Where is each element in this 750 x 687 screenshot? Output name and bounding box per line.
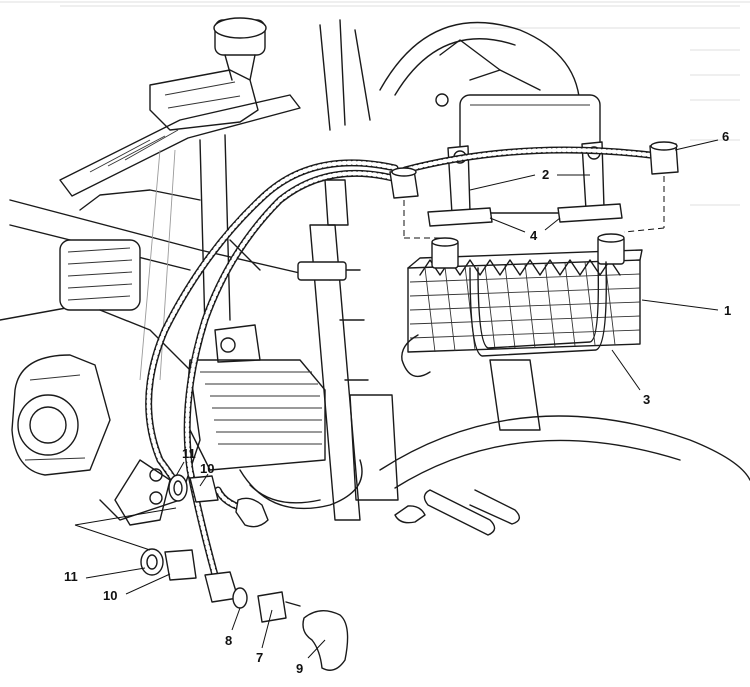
sender-and-washer bbox=[232, 587, 301, 623]
engine-side-cover bbox=[11, 239, 201, 521]
callout-7: 7 bbox=[256, 650, 263, 665]
oil-cooler-radiator bbox=[407, 233, 643, 353]
callout-11-upper: 11 bbox=[182, 446, 196, 461]
callout-10-upper: 10 bbox=[200, 461, 214, 476]
hose-fittings bbox=[204, 141, 679, 603]
callout-9: 9 bbox=[296, 661, 303, 676]
rubber-boot bbox=[302, 610, 349, 671]
callout-4: 4 bbox=[530, 228, 538, 243]
cylinder-head bbox=[114, 324, 363, 526]
callout-labels: 1 2 3 4 6 7 8 9 10 10 11 11 bbox=[64, 129, 731, 676]
callout-8: 8 bbox=[225, 633, 232, 648]
banjo-bolts-washers bbox=[140, 474, 219, 581]
callout-10-lower: 10 bbox=[103, 588, 117, 603]
callout-3: 3 bbox=[643, 392, 650, 407]
front-wheel-fender bbox=[379, 415, 750, 536]
rubber-pads bbox=[427, 203, 623, 227]
front-fork bbox=[297, 179, 541, 521]
handlebar-assembly bbox=[59, 17, 371, 211]
callout-2: 2 bbox=[542, 167, 549, 182]
callout-6: 6 bbox=[722, 129, 729, 144]
frame-tubes bbox=[0, 134, 331, 381]
callout-1: 1 bbox=[724, 303, 731, 318]
retaining-strap bbox=[401, 261, 607, 378]
oil-hoses bbox=[145, 146, 654, 579]
callout-11-lower: 11 bbox=[64, 569, 78, 584]
leader-lines bbox=[74, 139, 719, 659]
